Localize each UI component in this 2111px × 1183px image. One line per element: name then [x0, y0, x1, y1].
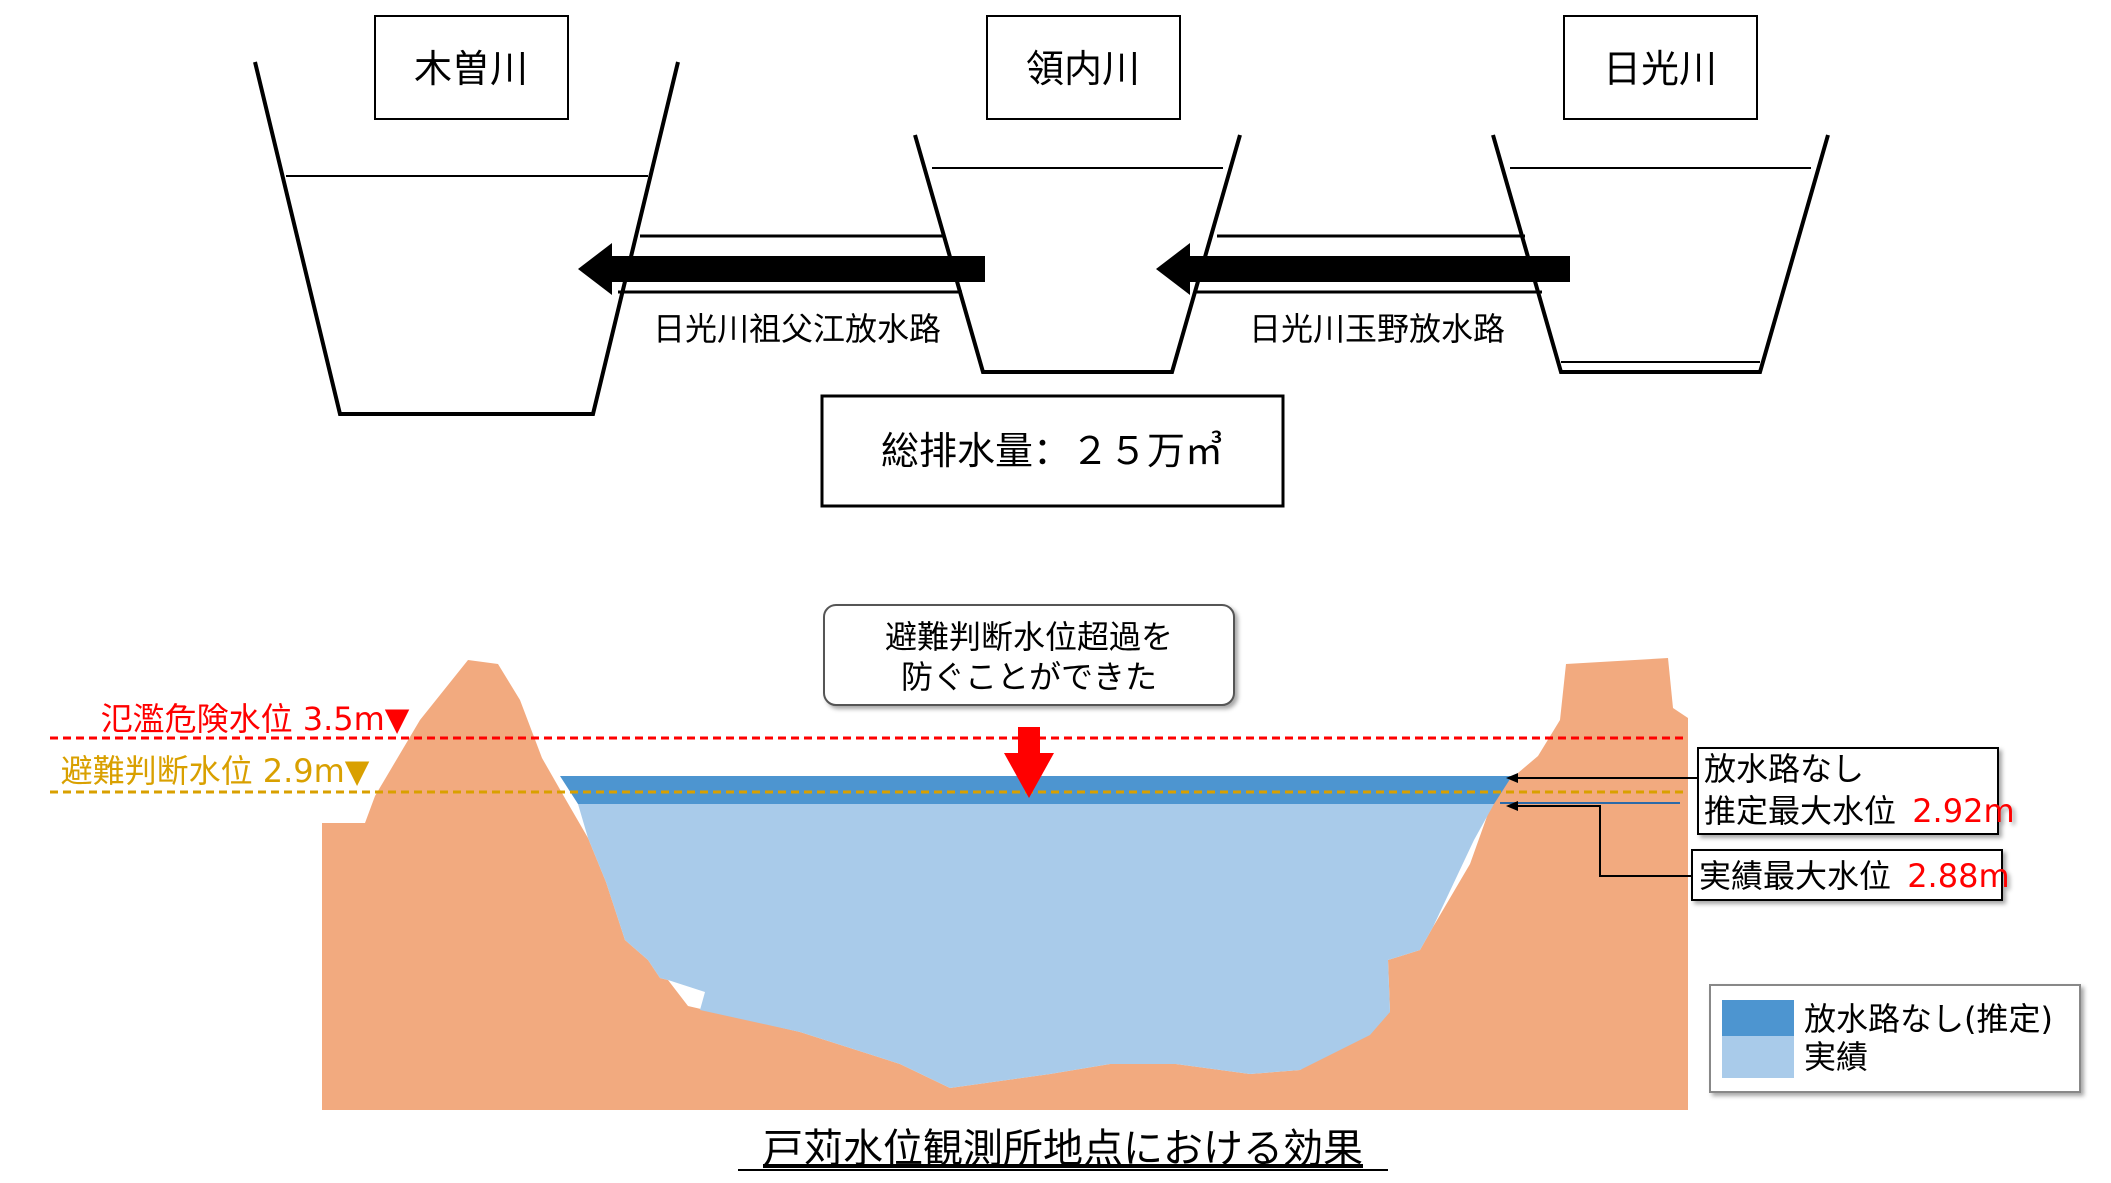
actual-pointer	[1506, 801, 1692, 877]
callout-line-1: 避難判断水位超過を	[885, 618, 1173, 656]
nikko-river-name: 日光川	[1603, 47, 1717, 91]
flow-arrow-right-icon	[1156, 243, 1190, 295]
kiso-river-section	[253, 61, 680, 416]
tamano-channel	[1156, 234, 1570, 295]
estimate-line-2: 推定最大水位 2.92m	[1704, 792, 2015, 830]
tamano-channel-label: 日光川玉野放水路	[1249, 310, 1505, 348]
total-discharge-text: 総排水量：２５万㎥	[881, 429, 1223, 473]
nikko-river-label-box: 日光川	[1563, 15, 1758, 120]
estimate-label: 推定最大水位	[1704, 792, 1896, 830]
water-actual	[578, 804, 1494, 1088]
water-estimate-band	[560, 776, 1512, 804]
effect-callout: 避難判断水位超過を 防ぐことができた	[823, 604, 1235, 706]
ryonai-river-section	[913, 134, 1242, 374]
flow-arrow-shaft-left	[605, 256, 985, 282]
nikko-river-section	[1491, 134, 1830, 374]
flow-arrow-left-icon	[578, 243, 612, 295]
ryonai-river-name: 領内川	[1026, 47, 1140, 91]
flow-arrow-shaft-right	[1185, 256, 1570, 282]
kiso-river-label-box: 木曽川	[374, 15, 569, 120]
estimate-pointer	[1506, 773, 1698, 783]
estimated-max-box: 放水路なし 推定最大水位 2.92m	[1697, 747, 2015, 835]
total-discharge-box: 総排水量：２５万㎥	[820, 394, 1285, 508]
kiso-river-name: 木曽川	[414, 47, 528, 91]
sobue-channel-label: 日光川祖父江放水路	[653, 310, 941, 348]
estimate-value: 2.92m	[1912, 792, 2014, 830]
legend-swatch-actual	[1722, 1036, 1794, 1078]
actual-line: 実績最大水位 2.88m	[1699, 857, 2010, 895]
ground-terrain	[322, 658, 1688, 1110]
red-down-arrow-icon	[1004, 727, 1054, 798]
estimate-line-1: 放水路なし	[1704, 750, 1864, 788]
actual-value: 2.88m	[1907, 857, 2009, 895]
figure-caption: 戸苅水位観測所地点における効果	[763, 1126, 1363, 1172]
actual-label: 実績最大水位	[1699, 857, 1891, 895]
evacuation-level-label: 避難判断水位 2.9m▼	[61, 752, 370, 790]
flood-danger-label: 氾濫危険水位 3.5m▼	[101, 700, 410, 738]
ryonai-river-label-box: 領内川	[986, 15, 1181, 120]
callout-line-2: 防ぐことができた	[901, 658, 1157, 696]
sobue-channel	[578, 234, 985, 295]
legend-label-estimate: 放水路なし(推定)	[1804, 1000, 2053, 1038]
actual-max-box: 実績最大水位 2.88m	[1691, 849, 2010, 901]
legend: 放水路なし(推定) 実績	[1709, 984, 2081, 1093]
legend-label-actual: 実績	[1804, 1038, 1868, 1076]
legend-swatch-estimate	[1722, 1000, 1794, 1036]
